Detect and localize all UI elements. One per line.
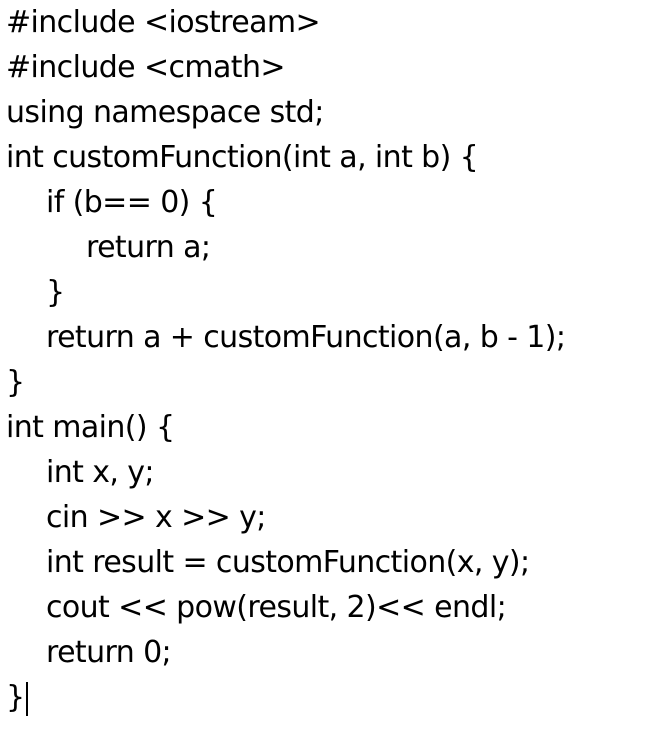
code-editor[interactable]: #include <iostream> #include <cmath> usi… (6, 0, 661, 734)
code-line-3: using namespace std; (6, 95, 324, 130)
text-cursor (25, 681, 28, 716)
code-line-10: int main() { (6, 410, 175, 445)
code-line-6: return a; (86, 230, 211, 265)
code-line-2: #include <cmath> (6, 50, 286, 85)
code-line-1: #include <iostream> (6, 5, 321, 40)
code-line-7: } (46, 275, 65, 310)
code-line-12: cin >> x >> y; (46, 500, 266, 535)
code-line-5: if (b== 0) { (46, 185, 218, 220)
code-line-8: return a + customFunction(a, b - 1); (46, 320, 566, 355)
code-line-14: cout << pow(result, 2)<< endl; (46, 590, 507, 625)
code-line-15: return 0; (46, 635, 172, 670)
code-line-16: } (6, 675, 28, 720)
code-line-13: int result = customFunction(x, y); (46, 545, 530, 580)
code-line-4: int customFunction(int a, int b) { (6, 140, 479, 175)
code-line-16-text: } (6, 680, 25, 715)
code-line-11: int x, y; (46, 455, 155, 490)
code-line-9: } (6, 365, 25, 400)
